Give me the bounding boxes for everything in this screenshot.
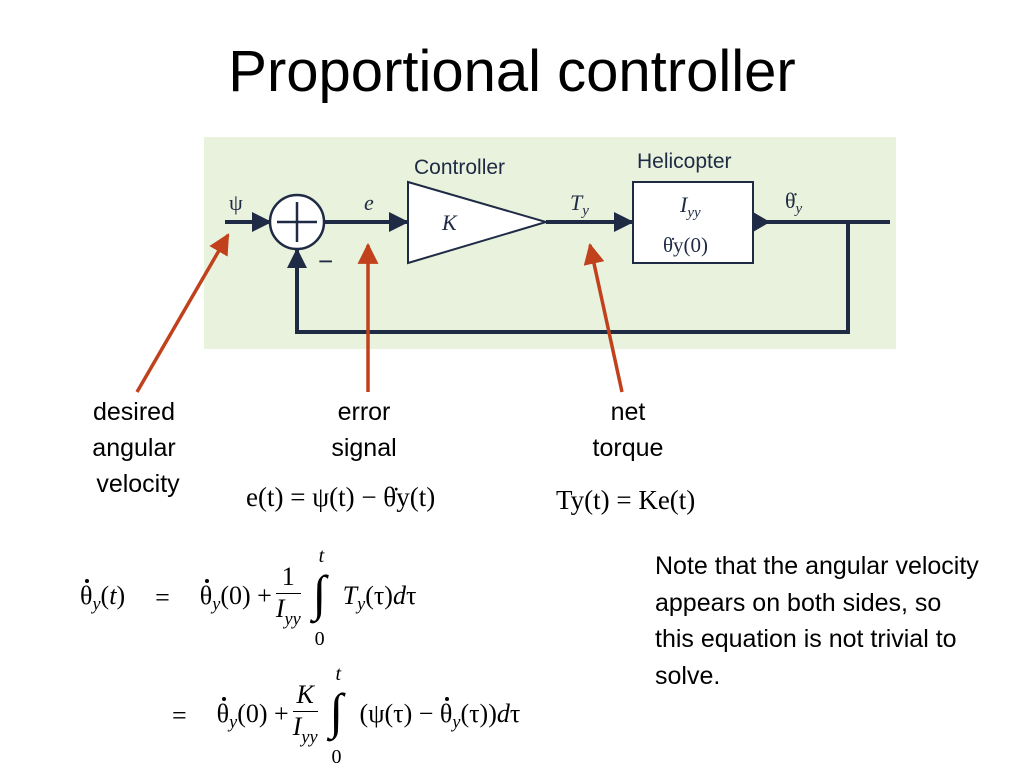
net-torque-arrow xyxy=(583,242,624,393)
integral-symbol: t∫0 xyxy=(329,663,344,768)
torque-equation: Ty(t) = Ke(t) xyxy=(556,485,696,515)
desired-velocity-label: desired angular velocity xyxy=(92,398,180,498)
integral-symbol: t∫0 xyxy=(312,545,327,650)
controller-label: Controller xyxy=(414,156,505,179)
initial-rate-label: θ̇y(0) xyxy=(663,233,708,257)
minus-sign: − xyxy=(318,246,333,276)
net-torque-label: net torque xyxy=(592,398,664,462)
explanatory-note: Note that the angular velocity appears o… xyxy=(655,552,979,690)
output-label: θ̇y xyxy=(785,188,803,217)
helicopter-block xyxy=(632,181,754,264)
helicopter-label: Helicopter xyxy=(637,150,732,173)
slide-title: Proportional controller xyxy=(228,39,796,104)
desired-velocity-arrow xyxy=(135,233,230,393)
output-arrowhead xyxy=(753,212,770,232)
torque-label: Ty xyxy=(570,190,589,219)
input-psi-label: ψ xyxy=(229,190,243,215)
inertia-label: Iyy xyxy=(679,192,701,221)
block-diagram-panel xyxy=(204,137,896,349)
gain-k-label: K xyxy=(441,210,458,235)
controller-block xyxy=(407,180,550,265)
error-e-label: e xyxy=(364,190,374,215)
feedback-line xyxy=(287,222,850,334)
error-equation: e(t) = ψ(t) − θ̇y(t) xyxy=(246,482,436,512)
error-signal-label: error signal xyxy=(331,398,397,462)
